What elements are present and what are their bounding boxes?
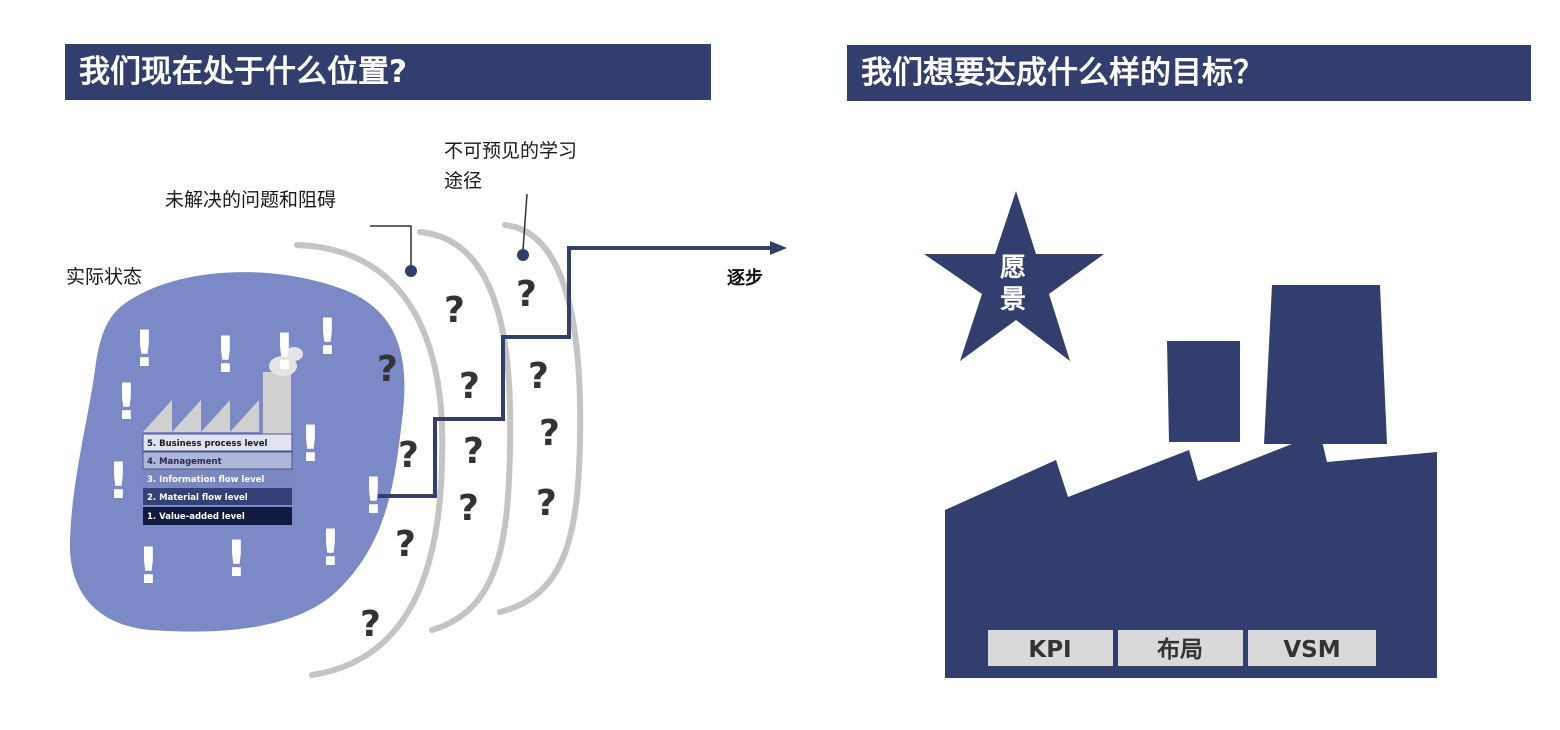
question-icon: ?: [444, 290, 465, 331]
tab-kpi-label: KPI: [1028, 637, 1071, 663]
stepwise-label: 逐步: [727, 268, 763, 289]
target-state-title: 我们想要达成什么样的目标？: [847, 45, 1531, 101]
staircase-arrow: [378, 241, 787, 498]
exclamation-icon: !: [137, 537, 160, 595]
question-icon: ?: [459, 366, 480, 407]
question-icon: ?: [516, 274, 537, 315]
exclamation-icon: !: [319, 519, 342, 577]
vision-star-icon: 愿 景: [924, 191, 1104, 361]
question-icon: ?: [360, 604, 381, 645]
exclamation-marks: ! ! ! ! ! ! ! ! ! ! !: [107, 308, 385, 595]
arc-2: [417, 229, 514, 633]
current-state-title: 我们现在处于什么位置?: [65, 44, 711, 100]
question-icon: ?: [398, 435, 419, 476]
exclamation-icon: !: [115, 373, 138, 431]
learning-path-label-line1: 不可预见的学习: [444, 140, 578, 162]
question-icon: ?: [528, 356, 549, 397]
vision-text-line2: 景: [1000, 285, 1026, 315]
question-icon: ?: [458, 488, 479, 529]
exclamation-icon: !: [107, 452, 130, 510]
chimney-right: [1264, 285, 1387, 444]
tab-vsm-bg: [1248, 630, 1376, 666]
tab-layout-bg: [1118, 630, 1243, 666]
exclamation-icon: !: [299, 415, 322, 473]
arrow-head-icon: [770, 241, 787, 255]
current-state-label: 实际状态: [66, 266, 143, 288]
question-icon: ?: [536, 483, 557, 524]
tab-vsm-label: VSM: [1283, 637, 1340, 663]
level-4-label: 4. Management: [147, 457, 222, 467]
tab-kpi-bg: [988, 630, 1113, 666]
level-stack: 5. Business process level 4. Management …: [142, 433, 293, 525]
pointer-problems: [370, 225, 417, 277]
exclamation-icon: !: [316, 308, 339, 366]
exclamation-icon: !: [273, 323, 296, 381]
level-3-label: 3. Information flow level: [147, 475, 264, 485]
question-icon: ?: [377, 349, 398, 390]
pointer-learning: [517, 193, 529, 261]
question-icon: ?: [539, 413, 560, 454]
exclamation-icon: !: [225, 530, 248, 588]
problems-label: 未解决的问题和阻碍: [165, 189, 337, 211]
question-icon: ?: [395, 524, 416, 565]
arc-1: [294, 242, 446, 678]
exclamation-icon: !: [214, 326, 237, 384]
vision-text-line1: 愿: [1000, 253, 1026, 283]
level-1-label: 1. Value-added level: [147, 512, 245, 522]
exclamation-icon: !: [133, 320, 156, 378]
learning-arcs: [294, 222, 584, 678]
level-2-label: 2. Material flow level: [147, 493, 248, 503]
tab-layout-label: 布局: [1157, 636, 1203, 663]
arc-3: [497, 222, 584, 615]
question-icon: ?: [463, 431, 484, 472]
question-marks: ? ? ? ? ? ? ? ? ? ? ? ?: [360, 274, 560, 645]
chimney-left: [1167, 341, 1240, 442]
target-factory-icon: KPI 布局 VSM: [945, 285, 1437, 678]
factory-sketch-icon: [143, 347, 303, 434]
factory-body: [945, 433, 1437, 678]
level-5-label: 5. Business process level: [147, 439, 267, 449]
learning-path-label-line2: 途径: [444, 170, 483, 192]
exclamation-icon: !: [362, 467, 385, 525]
